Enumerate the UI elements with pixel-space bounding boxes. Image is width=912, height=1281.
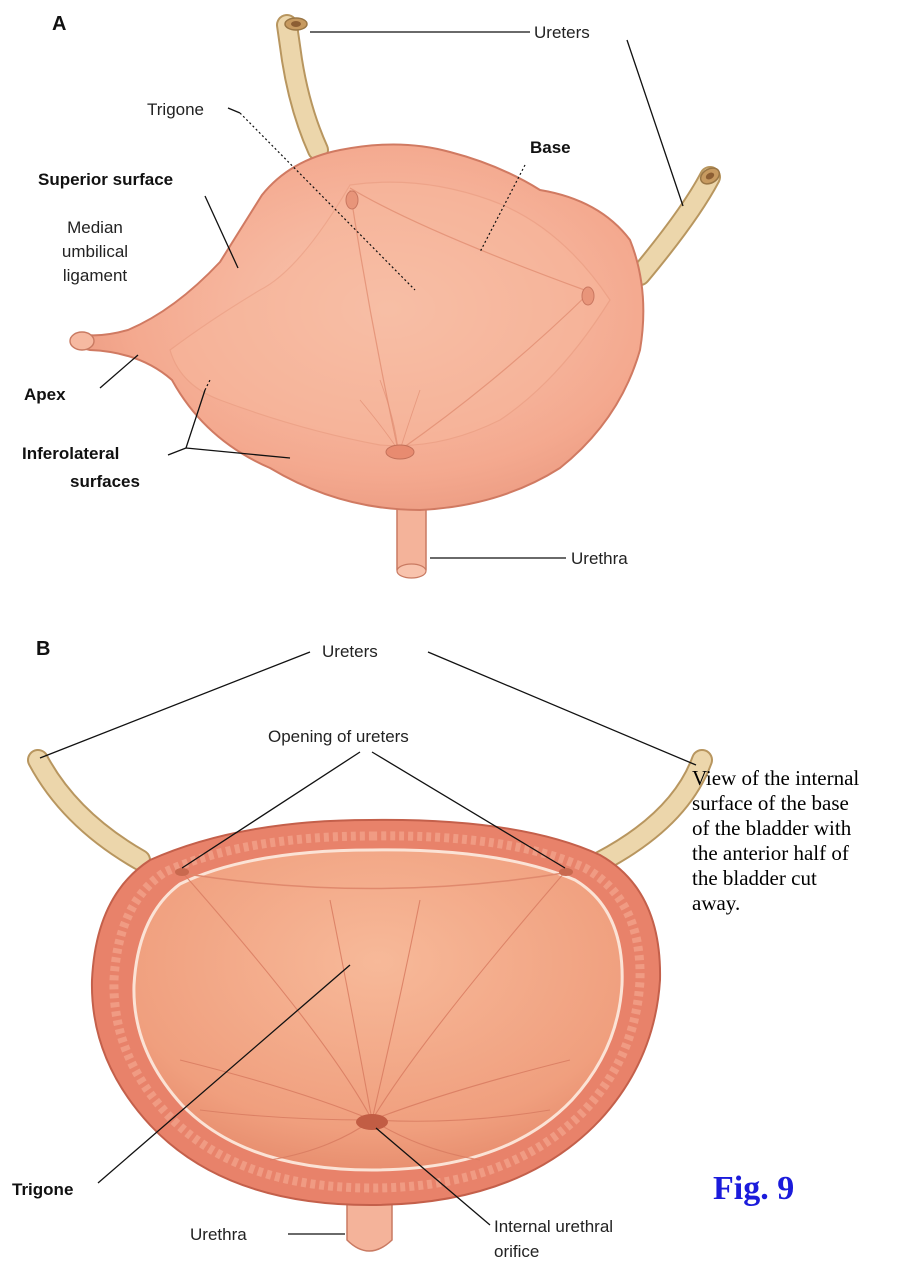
label-superior-surface: Superior surface — [38, 170, 173, 189]
right-ureter-b — [600, 760, 702, 862]
label-surfaces: surfaces — [70, 472, 140, 491]
label-base: Base — [530, 138, 571, 157]
label-internal-urethral: Internal urethral — [494, 1217, 613, 1236]
label-ligament: ligament — [63, 266, 128, 285]
ureter-opening-left-b — [175, 868, 189, 876]
figure-number: Fig. 9 — [713, 1170, 794, 1208]
label-trigone-b: Trigone — [12, 1180, 73, 1199]
leader-superior-surface — [205, 196, 238, 268]
panel-a-letter: A — [52, 13, 66, 35]
ureter-opening-right-a — [582, 287, 594, 305]
left-ureter-a — [285, 18, 318, 150]
label-opening-of-ureters: Opening of ureters — [268, 727, 409, 746]
label-ureters-a: Ureters — [534, 23, 590, 42]
panel-a: A — [22, 13, 722, 578]
label-urethra-b: Urethra — [190, 1225, 247, 1244]
panel-b: B — [12, 638, 702, 1261]
urethral-orifice-a — [386, 445, 414, 459]
right-ureter-a — [640, 165, 722, 275]
label-inferolateral: Inferolateral — [22, 444, 119, 463]
left-ureter-b — [38, 760, 140, 860]
label-umbilical: umbilical — [62, 242, 128, 261]
figure-caption: View of the internal surface of the base… — [692, 766, 912, 916]
leader-ureters-a-right — [627, 40, 683, 206]
label-median: Median — [67, 218, 123, 237]
internal-urethral-orifice — [356, 1114, 388, 1130]
leader-ureters-b-right — [428, 652, 696, 765]
leader-apex — [100, 355, 138, 388]
median-umbilical-ligament-tip — [70, 332, 94, 350]
label-orifice: orifice — [494, 1242, 539, 1261]
label-ureters-b: Ureters — [322, 642, 378, 661]
label-trigone-a: Trigone — [147, 100, 204, 119]
label-apex: Apex — [24, 385, 66, 404]
panel-b-letter: B — [36, 638, 50, 660]
ureter-opening-right-b — [559, 868, 573, 876]
ureter-opening-left-a — [346, 191, 358, 209]
label-urethra-a: Urethra — [571, 549, 628, 568]
